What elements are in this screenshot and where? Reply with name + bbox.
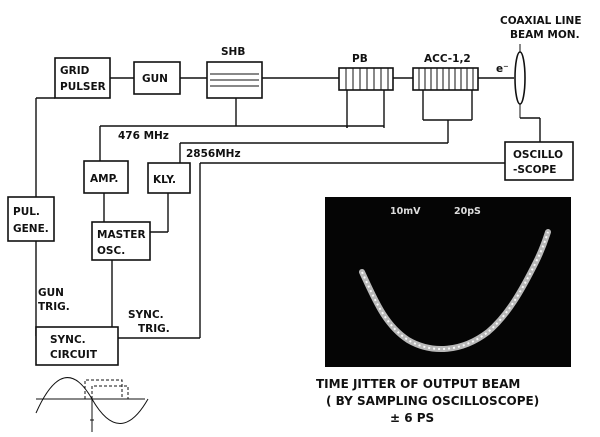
amp-block: AMP. (84, 161, 128, 222)
grid-pulser-label-2: PULSER (60, 81, 106, 93)
sync-label-2: CIRCUIT (50, 349, 98, 361)
kly-label: KLY. (153, 174, 176, 186)
coax-label-2: BEAM MON. (510, 29, 580, 41)
grid-pulser-block: GRID PULSER (55, 58, 110, 98)
klystron-block: KLY. (148, 163, 190, 232)
freq-2856-label: 2856MHz (186, 148, 241, 160)
master-label-1: MASTER (97, 229, 146, 241)
sync-label-1: SYNC. (50, 334, 86, 346)
timing-waveform-sketch (36, 378, 148, 432)
shb-block: SHB (207, 46, 262, 126)
sync-trig-label-1: SYNC. (128, 309, 164, 321)
acc-block: ACC-1,2 (413, 53, 478, 120)
pul-label-2: GENE. (13, 223, 49, 235)
shb-label: SHB (221, 46, 245, 58)
grid-pulser-label-1: GRID (60, 65, 90, 77)
caption-line-3: ± 6 PS (390, 411, 434, 425)
electron-label: e⁻ (496, 63, 509, 75)
master-label-2: OSC. (97, 245, 125, 257)
pul-label-1: PUL. (13, 206, 40, 218)
pb-label: PB (352, 53, 368, 65)
master-osc-block: MASTER OSC. (92, 222, 150, 260)
oscillo-label-2: -SCOPE (513, 164, 556, 176)
oscilloscope-trace-photo: 10mV 20pS (325, 197, 571, 367)
coax-label-1: COAXIAL LINE (500, 15, 582, 27)
scope-time-label: 20pS (454, 206, 481, 217)
gun-trig-label-1: GUN (38, 287, 64, 299)
amp-label: AMP. (90, 173, 118, 185)
oscilloscope-block: OSCILLO -SCOPE (505, 142, 573, 180)
pb-block: PB (339, 53, 393, 128)
gun-trig-label-2: TRIG. (38, 301, 70, 313)
pulse-generator-block: PUL. GENE. (8, 197, 54, 241)
acc-label: ACC-1,2 (424, 53, 471, 65)
sync-circuit-block: SYNC. CIRCUIT (36, 327, 118, 365)
gun-block: GUN (134, 62, 180, 94)
oscillo-label-1: OSCILLO (513, 149, 563, 161)
sync-trig-label-2: TRIG. (138, 323, 170, 335)
gun-label: GUN (142, 73, 168, 85)
freq-476-label: 476 MHz (118, 130, 169, 142)
caption-line-2: ( BY SAMPLING OSCILLOSCOPE) (326, 394, 539, 408)
caption-line-1: TIME JITTER OF OUTPUT BEAM (316, 377, 520, 391)
scope-volts-label: 10mV (390, 206, 421, 217)
